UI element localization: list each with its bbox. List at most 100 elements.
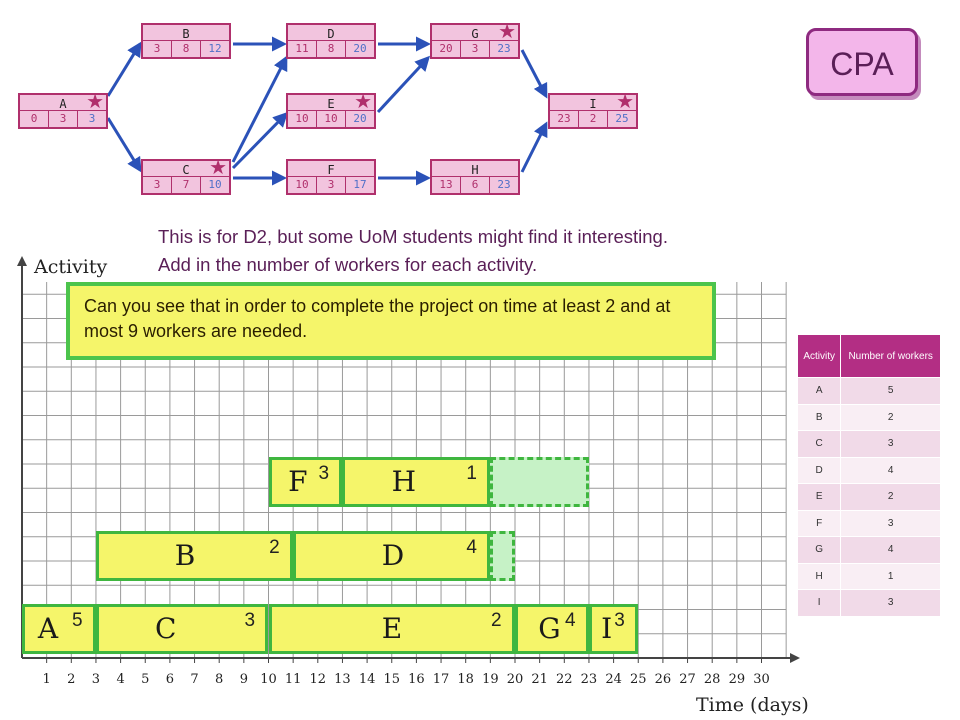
bar-c [95,604,269,654]
table-cell-workers: 5 [840,377,941,405]
x-tick-label: 27 [679,672,696,687]
table-cell-workers: 3 [840,430,941,458]
y-axis-arrow-icon [17,256,27,266]
node-h-name: H [471,163,479,177]
x-tick-label: 14 [358,672,376,687]
bar-b [95,531,294,581]
x-tick-label: 23 [580,672,598,687]
bar-workers-g: 4 [564,610,576,631]
x-tick-label: 30 [753,672,770,687]
node-c-name: C [182,163,190,177]
callout-box: Can you see that in order to complete th… [66,282,716,360]
table-cell-activity: C [796,430,842,458]
float-d [490,531,515,581]
bar-workers-d: 4 [466,537,477,558]
node-i-es: 23 [557,112,571,125]
node-d-es: 11 [295,42,309,55]
critical-star-icon: ★ [209,155,227,179]
note-line-1: This is for D2, but some UoM students mi… [158,226,668,247]
node-e-lf: 20 [345,111,374,127]
node-b-name: B [182,27,190,41]
node-i-name: I [589,97,597,111]
node-f-name: F [327,163,335,177]
bar-label-a: A [37,612,59,645]
bar-label-g: G [538,612,561,645]
table-cell-activity: D [796,456,842,484]
x-tick-label: 22 [556,672,573,687]
x-tick-label: 12 [309,672,327,687]
node-g-name: G [471,27,479,41]
node-g-lf: 23 [489,41,518,57]
x-tick-label: 4 [116,672,125,687]
bar-i [588,604,639,654]
bar-workers-b: 2 [269,537,280,558]
x-tick-label: 11 [284,672,302,687]
arrow-a-b [106,41,142,97]
node-a-es: 0 [30,112,38,125]
table-cell-workers: 2 [840,403,941,431]
x-tick-label: 7 [190,672,199,687]
arrow-g-i [520,49,548,99]
x-tick-label: 8 [215,672,224,687]
cpa-badge: CPA [806,28,918,96]
x-tick-label: 2 [67,672,76,687]
bar-h [342,457,491,507]
node-b-lf: 12 [200,41,229,57]
arrow-h-i [520,121,548,173]
x-tick-label: 15 [383,672,401,687]
x-tick-label: 1 [42,672,51,687]
table-header-workers: Number of workers [840,334,941,378]
table-cell-activity: F [796,509,842,537]
critical-star-icon: ★ [354,89,372,113]
node-d-duration: 8 [316,41,345,57]
x-tick-label: 9 [239,672,248,687]
bar-label-h: H [391,465,417,498]
table-cell-workers: 3 [840,589,941,617]
bar-d [293,531,491,581]
bar-label-c: C [154,612,177,645]
node-d-lf: 20 [345,41,374,57]
node-a-lf: 3 [77,111,106,127]
x-tick-label: 5 [141,672,150,687]
node-c-duration: 7 [171,177,200,193]
table-cell-workers: 2 [840,483,941,511]
node-e-es: 10 [295,112,309,125]
arrow-c-e [231,111,289,170]
arrow-a-c [106,117,142,173]
node-e-duration: 10 [316,111,345,127]
table-cell-workers: 4 [840,536,941,564]
bar-workers-e: 2 [491,610,502,631]
node-g-duration: 3 [460,41,489,57]
float-h [490,457,589,507]
bar-label-i: I [601,612,613,645]
node-a-name: A [59,97,67,111]
table-cell-workers: 1 [840,562,941,590]
node-a-duration: 3 [48,111,77,127]
bar-workers-c: 3 [244,610,256,631]
bar-workers-i: 3 [614,610,625,631]
arrow-e-g [376,55,431,114]
table-cell-activity: I [796,589,842,617]
table-header-activity: Activity [796,334,842,378]
bar-f [268,457,343,507]
node-b-duration: 8 [171,41,200,57]
table-cell-workers: 3 [840,509,941,537]
node-h-es: 13 [439,178,453,191]
x-tick-label: 28 [703,672,721,687]
note-line-2: Add in the number of workers for each ac… [158,254,538,275]
bar-e [268,604,515,654]
x-tick-label: 16 [408,672,425,687]
